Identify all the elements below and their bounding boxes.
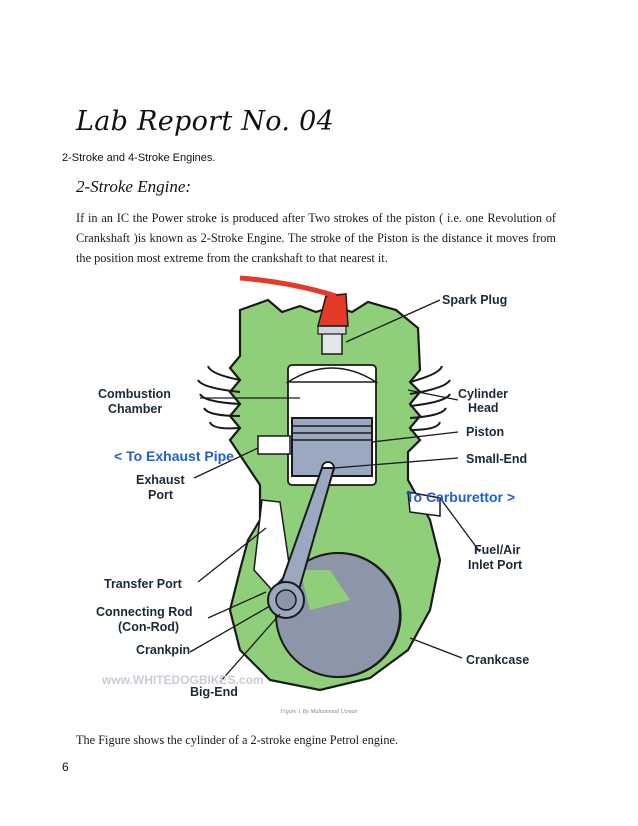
label-crankpin: Crankpin	[136, 643, 190, 657]
label-exhaust-port-2: Port	[148, 488, 174, 502]
label-combustion-chamber-1: Combustion	[98, 387, 171, 401]
combustion-chamber	[285, 367, 379, 383]
watermark-text: www.WHITEDOGBIKES.com	[101, 673, 264, 687]
transfer-port-passage	[253, 499, 291, 592]
label-exhaust-port-1: Exhaust	[136, 473, 185, 487]
engine-figure: Spark Plug Combustion Chamber Cylinder H…	[90, 270, 550, 702]
label-spark-plug: Spark Plug	[442, 293, 507, 307]
page-number: 6	[62, 760, 69, 774]
cooling-fins-left	[197, 365, 241, 430]
figure-caption: Figure 1 By Muhammad Usman	[280, 709, 358, 715]
label-fuel-air-inlet-2: Inlet Port	[468, 558, 523, 572]
report-title: Lab Report No. 04	[76, 106, 335, 137]
inlet-port-opening	[407, 491, 441, 517]
label-small-end: Small-End	[466, 452, 527, 466]
cooling-fins-right	[409, 365, 451, 431]
section-heading: 2-Stroke Engine:	[76, 177, 192, 196]
label-transfer-port: Transfer Port	[104, 577, 183, 591]
exhaust-port-opening	[257, 435, 291, 455]
label-connecting-rod-1: Connecting Rod	[96, 605, 193, 619]
report-subtitle: 2-Stroke and 4-Stroke Engines.	[62, 152, 216, 164]
label-piston: Piston	[466, 425, 504, 439]
engine-diagram: Spark Plug Combustion Chamber Cylinder H…	[96, 275, 529, 699]
label-crankcase: Crankcase	[466, 653, 529, 667]
spark-plug-body	[321, 331, 343, 355]
body-paragraph: If in an IC the Power stroke is produced…	[76, 211, 556, 265]
label-combustion-chamber-2: Chamber	[108, 402, 162, 416]
label-to-carburettor: To Carburettor >	[406, 489, 515, 505]
label-cylinder-head-2: Head	[468, 401, 499, 415]
spark-plug-wire	[239, 275, 337, 299]
spark-plug-cap	[317, 293, 349, 327]
label-big-end: Big-End	[190, 685, 238, 699]
label-cylinder-head-1: Cylinder	[458, 387, 508, 401]
label-to-exhaust-pipe: < To Exhaust Pipe	[114, 448, 234, 464]
label-fuel-air-inlet-1: Fuel/Air	[474, 543, 521, 557]
figure-description: The Figure shows the cylinder of a 2-str…	[76, 733, 399, 747]
leader-lines	[189, 299, 481, 683]
label-connecting-rod-2: (Con-Rod)	[118, 620, 179, 634]
